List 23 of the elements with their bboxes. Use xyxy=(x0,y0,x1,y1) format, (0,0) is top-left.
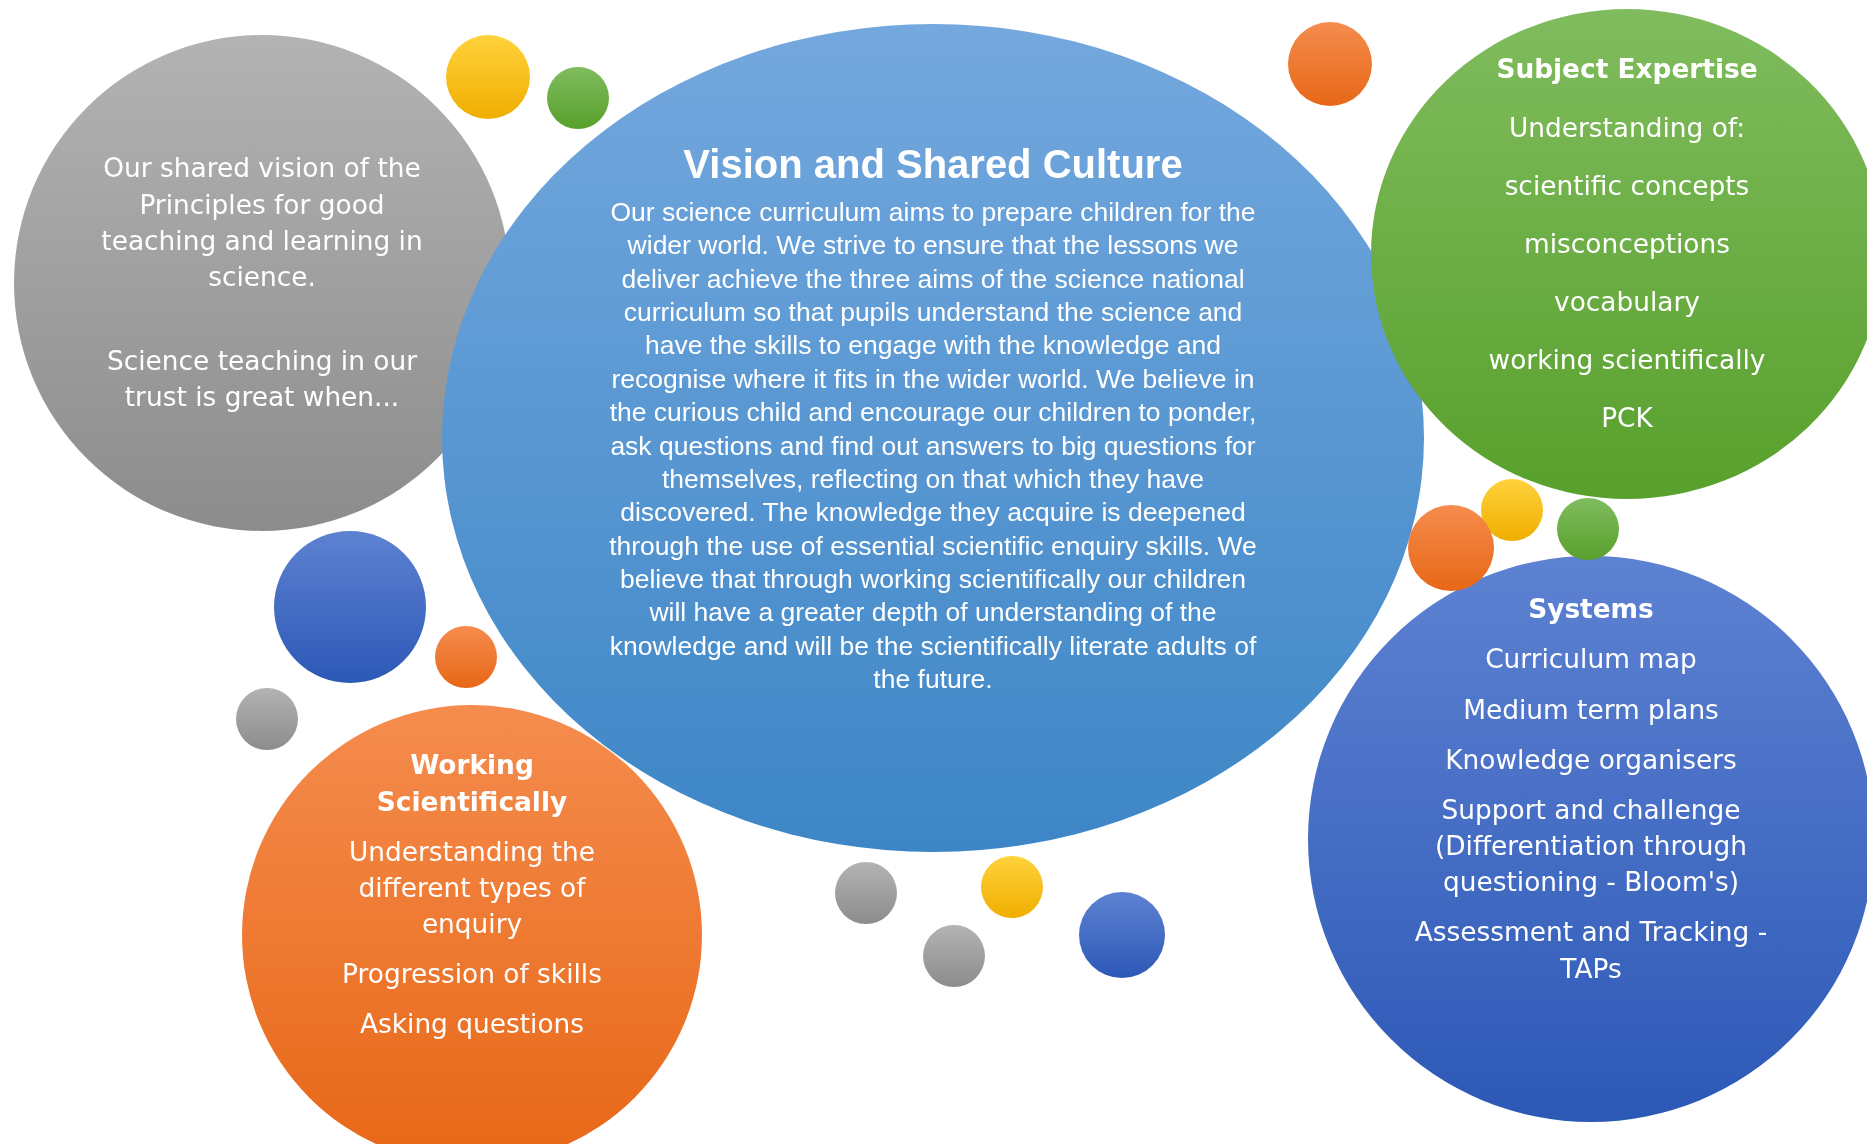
body-text: Our science curriculum aims to prepare children for the wider world. We strive to ensure that the lessons we deliver achieve the three aims of the science national curriculum so that pupils understand the science and have the skills to engage with the knowledge and recognise where it fits in the wider world. We believe in the curious child and encourage our children to ponder, ask questions and find out answers to big questions for themselves, reflecting on that which they have discovered. The knowledge they acquire is deepened through the use of essential scientific enquiry skills. We believe that through working scientifically our children will have a greater depth of understanding of the knowledge and will be the scientifically literate adults of the future. xyxy=(608,195,1258,697)
decorative-circle xyxy=(1481,479,1543,541)
list-item: scientific concepts xyxy=(1503,168,1751,203)
decorative-circle xyxy=(1557,498,1619,560)
list-item: Understanding the different types of enquiry xyxy=(347,834,597,942)
heading: Working Scientifically xyxy=(375,748,569,819)
list-item: vocabulary xyxy=(1553,285,1701,320)
body-text: Science teaching in our trust is great when... xyxy=(105,344,419,415)
list-item: Support and challenge (Differentiation through questioning - Bloom's) xyxy=(1433,792,1749,900)
list-item: Asking questions xyxy=(358,1007,586,1042)
list-item: working scientifically xyxy=(1487,343,1767,378)
list-item: misconceptions xyxy=(1523,226,1731,261)
heading: Vision and Shared Culture xyxy=(682,141,1184,189)
list-item: Knowledge organisers xyxy=(1444,742,1738,777)
heading: Systems xyxy=(1527,592,1655,627)
list-item: PCK xyxy=(1600,401,1654,436)
list-item: Progression of skills xyxy=(341,957,603,992)
list-item: Understanding of: xyxy=(1507,110,1747,145)
heading: Subject Expertise xyxy=(1495,52,1759,87)
list-item: Assessment and Tracking - TAPs xyxy=(1413,915,1769,986)
list-item: Curriculum map xyxy=(1484,642,1698,677)
body-text: Our shared vision of the Principles for good teaching and learning in science. xyxy=(100,151,424,294)
list-item: Medium term plans xyxy=(1462,692,1720,727)
